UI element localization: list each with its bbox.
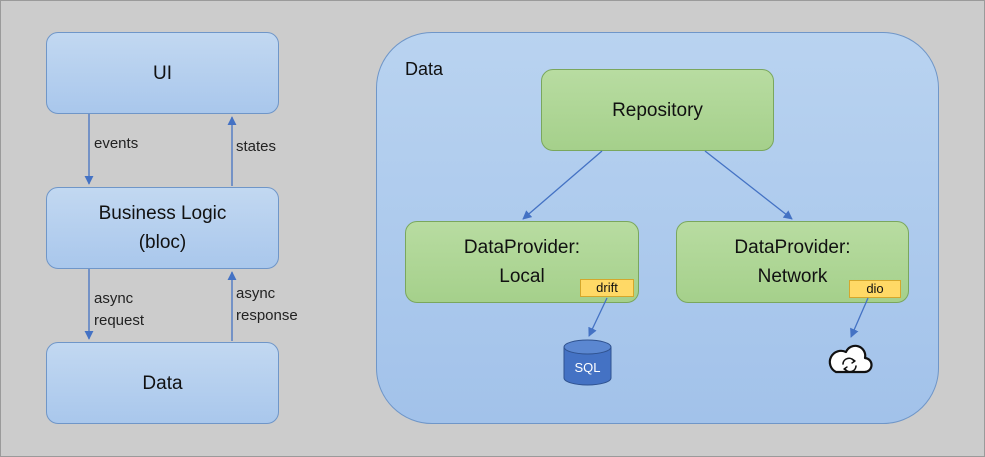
async-response-label: async response bbox=[236, 283, 298, 327]
local-provider-sublabel: Local bbox=[499, 266, 545, 287]
async-request-line2: request bbox=[94, 312, 145, 329]
drift-tag: drift bbox=[580, 279, 634, 297]
local-provider-box: DataProvider: Local bbox=[405, 221, 639, 303]
sql-label: SQL bbox=[574, 360, 601, 375]
ui-box: UI bbox=[46, 32, 279, 114]
dio-tag: dio bbox=[849, 280, 901, 298]
business-logic-label: Business Logic bbox=[98, 203, 227, 224]
repository-label: Repository bbox=[612, 99, 703, 121]
async-response-line1: async bbox=[236, 285, 276, 302]
async-request-label: async request bbox=[94, 288, 144, 332]
business-logic-box: Business Logic (bloc) bbox=[46, 187, 279, 269]
data-box: Data bbox=[46, 342, 279, 424]
repository-box: Repository bbox=[541, 69, 774, 151]
repository-to-local-arrow bbox=[522, 150, 603, 220]
data-layer-title: Data bbox=[405, 59, 444, 79]
network-provider-label: DataProvider: bbox=[734, 237, 851, 258]
local-provider-label: DataProvider: bbox=[463, 237, 581, 258]
states-label: states bbox=[236, 138, 277, 155]
drift-to-sql-arrow bbox=[588, 297, 608, 337]
dio-to-cloud-arrow bbox=[850, 297, 869, 338]
bloc-label: (bloc) bbox=[138, 232, 187, 253]
events-label: events bbox=[94, 135, 139, 152]
cloud-sync-icon bbox=[828, 344, 873, 374]
async-response-line2: response bbox=[236, 307, 298, 324]
ui-label: UI bbox=[153, 62, 172, 84]
network-provider-sublabel: Network bbox=[757, 266, 828, 287]
async-request-line1: async bbox=[94, 290, 134, 307]
repository-to-network-arrow bbox=[704, 150, 793, 220]
data-label: Data bbox=[142, 372, 183, 394]
database-cylinder-icon bbox=[563, 339, 612, 386]
